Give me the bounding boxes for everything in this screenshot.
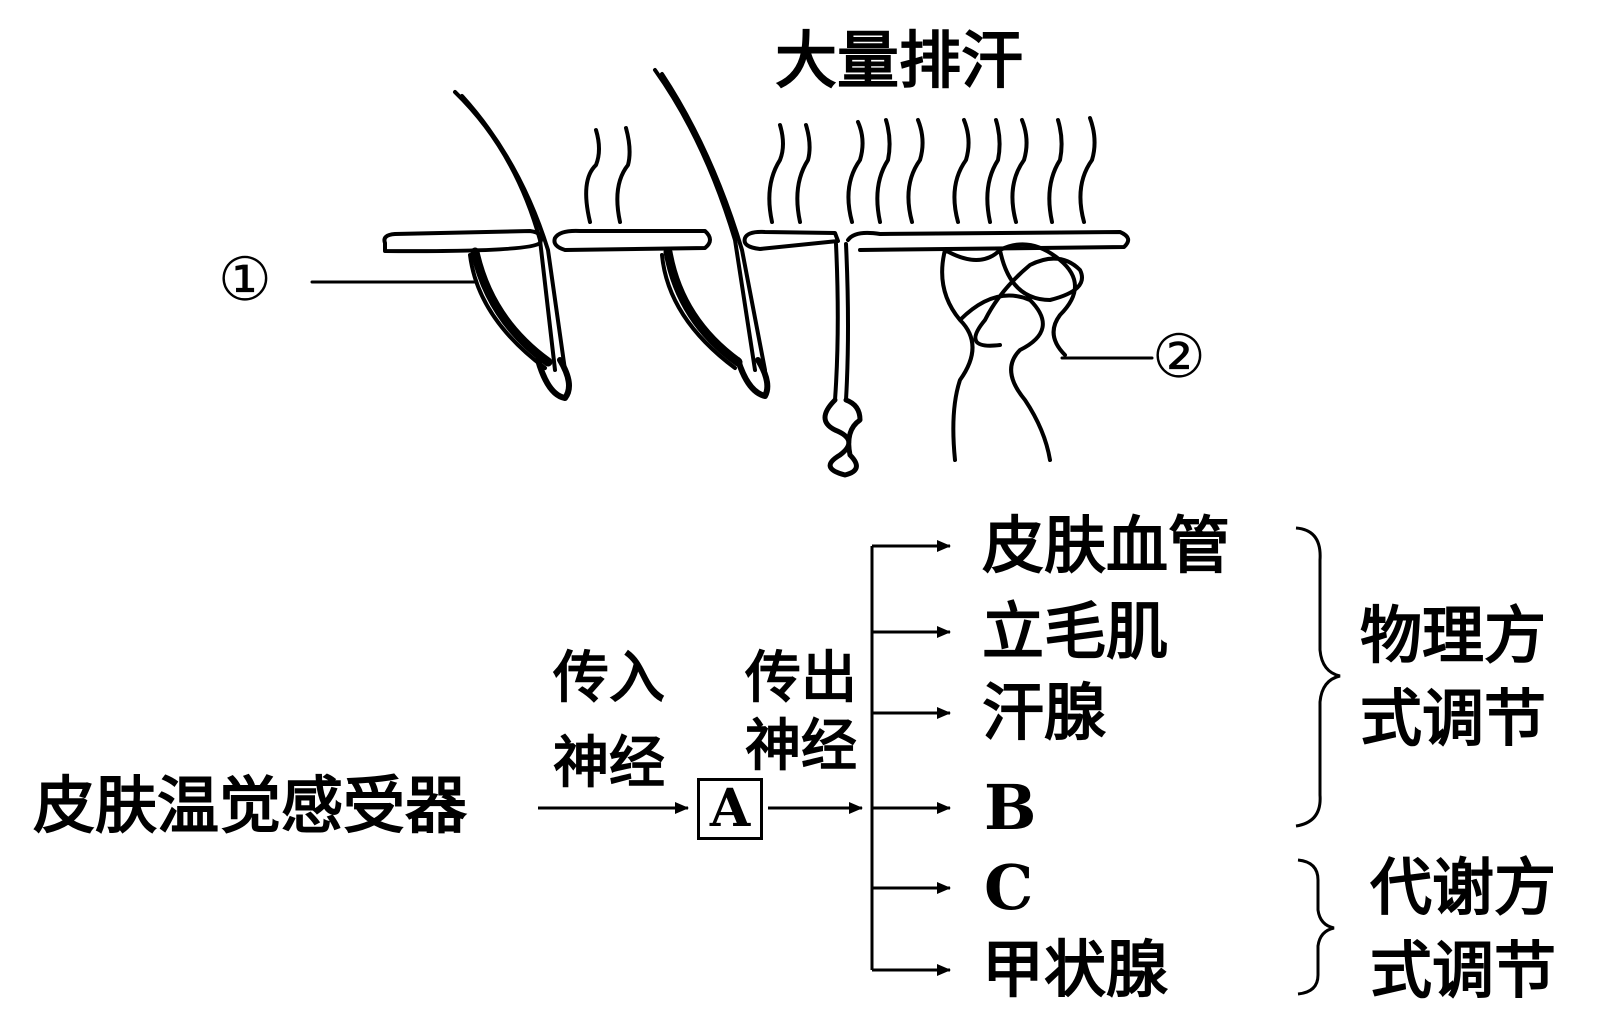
epidermis-right (742, 229, 840, 251)
epidermis-far-right (846, 230, 1131, 252)
target-C: C (984, 851, 1034, 924)
arrector-muscle-right (663, 247, 743, 367)
efferent-label-line1: 传出 (745, 645, 857, 711)
brace-metabolic (1297, 858, 1335, 996)
illustration-title: 大量排汗 (775, 24, 1024, 97)
arrector-muscle-left (470, 247, 553, 367)
efferent-label-line2: 神经 (745, 713, 857, 779)
capillary-network (940, 242, 1084, 462)
hair-shaft-right (653, 68, 757, 372)
group-physical-line2: 式调节 (1360, 682, 1547, 755)
sweat-gland-coil (822, 397, 863, 478)
follicle-bulb-right (735, 357, 771, 399)
group-metabolic-line1: 代谢方 (1370, 851, 1557, 924)
afferent-label-line2: 神经 (553, 730, 665, 796)
target-skin-vessels: 皮肤血管 (982, 509, 1231, 582)
target-thyroid: 甲状腺 (982, 933, 1169, 1006)
label-1: ① (218, 245, 272, 315)
brace-physical (1295, 526, 1341, 828)
afferent-label-line1: 传入 (553, 645, 665, 711)
group-physical-line1: 物理方 (1360, 599, 1547, 672)
target-B: B (984, 771, 1037, 844)
label-2: ② (1152, 322, 1206, 392)
source-receptor: 皮肤温觉感受器 (33, 769, 468, 842)
epidermis-middle (552, 228, 712, 252)
follicle-bulb-left (535, 357, 572, 401)
target-arrector-muscle: 立毛肌 (982, 595, 1169, 668)
target-sweat-gland: 汗腺 (982, 676, 1107, 749)
sweat-duct (833, 242, 840, 402)
group-metabolic-line2: 式调节 (1370, 934, 1557, 1007)
center-box-A: A (697, 778, 763, 840)
